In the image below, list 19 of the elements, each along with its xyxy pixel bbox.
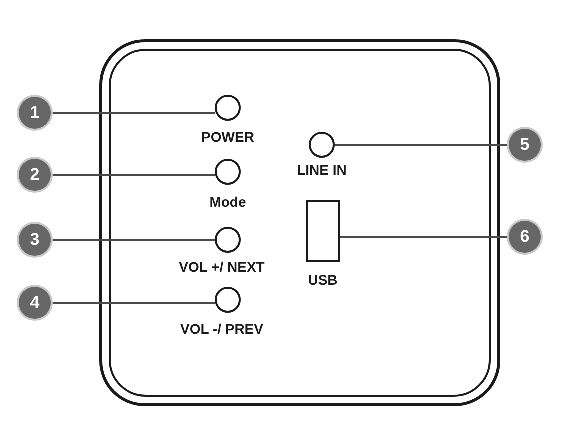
callout-number: 4 (19, 287, 51, 319)
leader-line (51, 302, 215, 304)
port-label: LINE IN (296, 163, 348, 177)
callout-number: 5 (509, 129, 541, 161)
leader-line (51, 174, 215, 176)
callout-number: 6 (509, 221, 541, 253)
callout-number: 1 (19, 97, 51, 129)
port-label: Mode (208, 195, 248, 209)
callout-number: 3 (19, 224, 51, 256)
leader-line (51, 112, 215, 114)
leader-line (335, 144, 509, 146)
port-label: POWER (200, 130, 256, 144)
leader-line (340, 236, 509, 238)
leader-line (51, 239, 215, 241)
port-label: USB (307, 273, 339, 287)
port-label: VOL +/ NEXT (178, 260, 266, 274)
callout-number: 2 (19, 159, 51, 191)
usb-port (306, 200, 340, 262)
port-label: VOL -/ PREV (180, 322, 264, 336)
